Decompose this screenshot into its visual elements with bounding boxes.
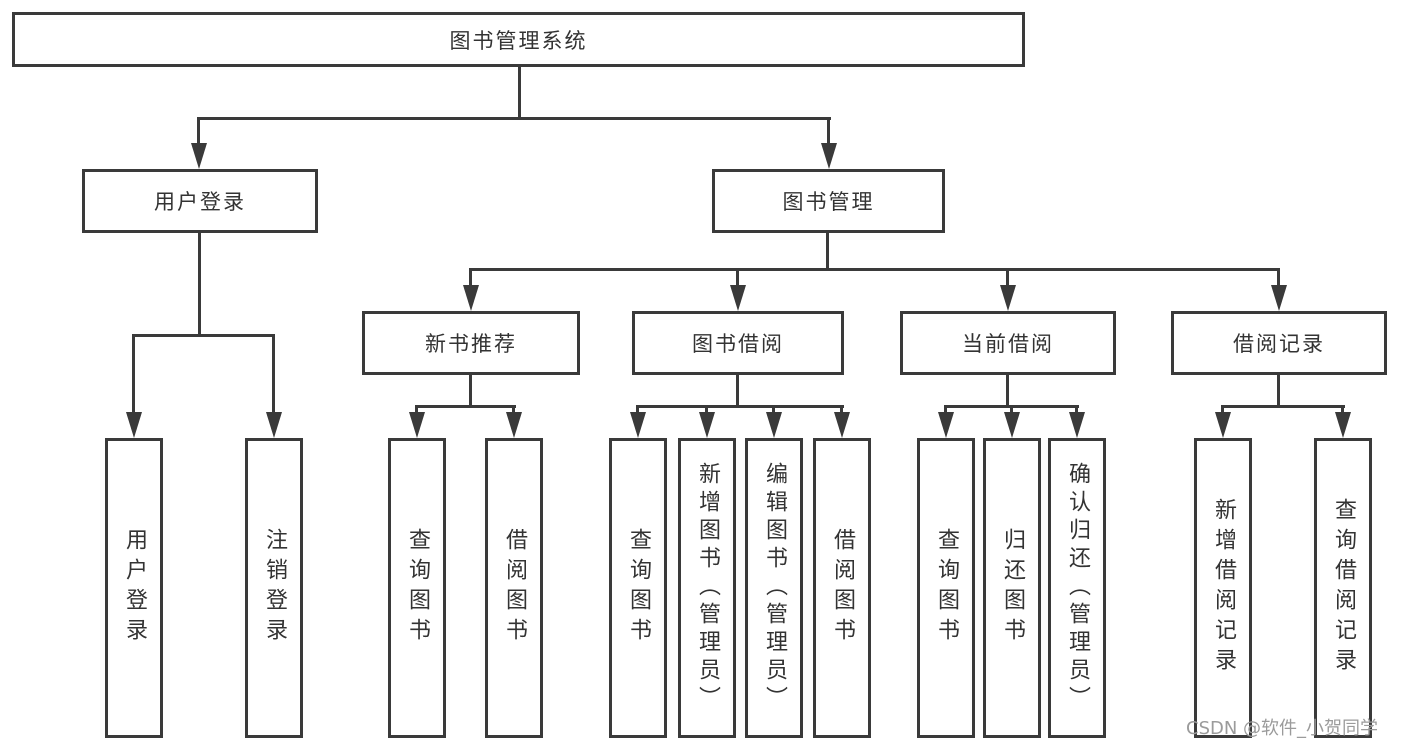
arrow-head [821,143,837,169]
arrow-head [1069,412,1085,438]
node-root: 图书管理系统 [12,12,1025,67]
arrow-head [1335,412,1351,438]
arrow-head [1271,285,1287,311]
node-root-label: 图书管理系统 [449,28,588,53]
connector-line [736,374,739,408]
node-current-borrow-label: 当前借阅 [962,332,1054,356]
leaf-borrow-edit-admin-label: 编辑图书（管理员） [762,462,787,714]
connector-line [469,268,472,287]
connector-line [132,334,275,337]
leaf-borrow-add-admin: 新增图书（管理员） [678,438,736,738]
leaf-current-query-label: 查询图书 [934,528,959,648]
leaf-records-add: 新增借阅记录 [1194,438,1252,738]
arrow-head [1000,285,1016,311]
leaf-newbook-borrow: 借阅图书 [485,438,543,738]
connector-line [827,117,830,146]
connector-line [636,405,639,415]
arrow-head [266,412,282,438]
leaf-current-return: 归还图书 [983,438,1041,738]
leaf-borrow-query: 查询图书 [609,438,667,738]
arrow-head [699,412,715,438]
leaf-borrow-query-label: 查询图书 [626,528,651,648]
leaf-newbook-borrow-label: 借阅图书 [502,528,527,648]
leaf-borrow-book-label: 借阅图书 [830,528,855,648]
leaf-borrow-book: 借阅图书 [813,438,871,738]
leaf-current-return-label: 归还图书 [1000,528,1025,648]
connector-line [518,66,521,120]
arrow-head [1215,412,1231,438]
arrow-head [191,143,207,169]
connector-line [840,405,843,415]
arrow-head [126,412,142,438]
leaf-records-query: 查询借阅记录 [1314,438,1372,738]
arrow-head [409,412,425,438]
connector-line [1010,405,1013,415]
node-new-book-recommend: 新书推荐 [362,311,580,375]
arrow-head [506,412,522,438]
node-new-book-recommend-label: 新书推荐 [425,332,517,356]
connector-line [1277,374,1280,408]
node-book-management: 图书管理 [712,169,945,233]
node-borrow-records-label: 借阅记录 [1233,332,1325,356]
connector-line [469,374,472,408]
arrow-head [766,412,782,438]
leaf-user-login: 用户登录 [105,438,163,738]
leaf-logout-label: 注销登录 [262,528,287,648]
connector-line [1221,405,1224,415]
node-book-borrow-label: 图书借阅 [692,332,784,356]
connector-line [272,334,275,414]
node-current-borrow: 当前借阅 [900,311,1116,375]
node-user-login-label: 用户登录 [154,190,246,214]
leaf-newbook-query-label: 查询图书 [405,528,430,648]
connector-line [736,268,739,287]
connector-line [1277,268,1280,287]
connector-line [415,405,418,415]
leaf-current-query: 查询图书 [917,438,975,738]
connector-line [944,405,947,415]
connector-line [772,405,775,415]
leaf-newbook-query: 查询图书 [388,438,446,738]
connector-line [1006,268,1009,287]
connector-line [132,334,135,414]
arrow-head [834,412,850,438]
leaf-logout: 注销登录 [245,438,303,738]
connector-line [415,405,516,408]
arrow-head [463,285,479,311]
leaf-records-query-label: 查询借阅记录 [1331,498,1356,678]
arrow-head [630,412,646,438]
connector-line [1221,405,1345,408]
connector-line [198,232,201,337]
connector-line [197,117,831,120]
connector-line [197,117,200,146]
leaf-current-confirm-admin: 确认归还（管理员） [1048,438,1106,738]
csdn-watermark: CSDN @软件_小贺同学 [1186,718,1379,739]
leaf-records-add-label: 新增借阅记录 [1211,498,1236,678]
connector-line [1006,374,1009,408]
leaf-borrow-edit-admin: 编辑图书（管理员） [745,438,803,738]
connector-line [469,268,1280,271]
node-book-borrow: 图书借阅 [632,311,844,375]
connector-line [512,405,515,415]
arrow-head [730,285,746,311]
node-borrow-records: 借阅记录 [1171,311,1387,375]
node-book-management-label: 图书管理 [782,190,875,214]
arrow-head [1004,412,1020,438]
node-user-login: 用户登录 [82,169,318,233]
leaf-user-login-label: 用户登录 [122,528,147,648]
connector-line [1075,405,1078,415]
connector-line [636,405,844,408]
connector-line [705,405,708,415]
connector-line [826,231,829,271]
leaf-borrow-add-admin-label: 新增图书（管理员） [695,462,720,714]
arrow-head [938,412,954,438]
connector-line [1341,405,1344,415]
leaf-current-confirm-admin-label: 确认归还（管理员） [1065,462,1090,714]
